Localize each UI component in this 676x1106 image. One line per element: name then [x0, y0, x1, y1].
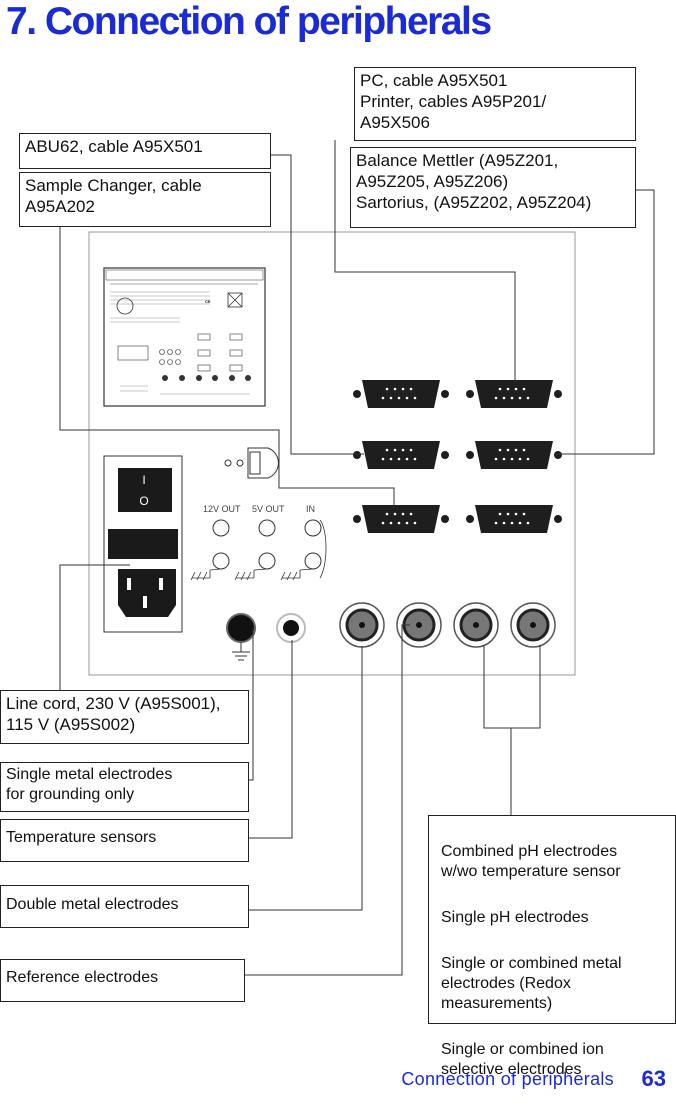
- fuse-drawer: [108, 529, 178, 559]
- callout-double-metal: Double metal electrodes: [0, 885, 249, 928]
- fuse-holder: [224, 447, 279, 479]
- mains-inlet: [118, 569, 176, 617]
- svg-text:CE: CE: [205, 299, 211, 304]
- leader-line-cord: [59, 564, 130, 690]
- callout-balance: Balance Mettler (A95Z201, A95Z205, A95Z2…: [350, 147, 636, 228]
- rating-label-plate: CE: [103, 267, 266, 407]
- combined-item: Single or combined metal electrodes (Red…: [441, 955, 622, 1012]
- jack-5v-a: [258, 519, 276, 537]
- callout-sample-changer: Sample Changer, cable A95A202: [19, 172, 271, 227]
- switch-on-label: I: [142, 473, 145, 487]
- switch-off-label: O: [139, 494, 148, 508]
- callout-single-metal: Single metal electrodes for grounding on…: [0, 762, 249, 812]
- grounding-socket: [226, 613, 256, 643]
- page-title: 7. Connection of peripherals: [6, 0, 492, 43]
- ground-symbol: [232, 642, 250, 661]
- leader-pc: [334, 140, 516, 381]
- bnc-socket-4: [510, 602, 556, 648]
- combined-item: Single pH electrodes: [441, 909, 589, 926]
- db9-port-pc-printer: [466, 380, 562, 408]
- db9-port-balance-top-left: [353, 380, 449, 408]
- label-5v-out: 5V OUT: [252, 504, 285, 514]
- bnc-socket-3: [453, 602, 499, 648]
- callout-abu62: ABU62, cable A95X501: [19, 133, 271, 169]
- label-12v-out: 12V OUT: [203, 504, 241, 514]
- db9-port-abu: [353, 441, 449, 469]
- leader-combined: [483, 645, 512, 815]
- db9-port-sample-changer: [353, 505, 449, 533]
- page-number: 63: [641, 1066, 666, 1091]
- leader-double-metal: [249, 646, 363, 911]
- leader-temperature: [249, 640, 293, 839]
- bnc-socket-2: [396, 602, 442, 648]
- leader-reference: [245, 624, 410, 976]
- footer-section-label: Connection of peripherals: [401, 1069, 614, 1089]
- leader-abu: [271, 154, 364, 455]
- leader-balance: [555, 189, 655, 455]
- combined-item: Combined pH electrodes w/wo temperature …: [441, 843, 621, 880]
- bnc-socket-1: [339, 602, 385, 648]
- combined-item: Single or combined ion selective electro…: [441, 1041, 604, 1078]
- bnc-sockets: [339, 602, 556, 648]
- jack-5v-b: [258, 552, 276, 570]
- callout-pc-printer: PC, cable A95X501 Printer, cables A95P20…: [354, 67, 636, 141]
- label-in: IN: [306, 504, 315, 514]
- jack-12v-b: [212, 552, 230, 570]
- callout-temperature: Temperature sensors: [0, 819, 249, 862]
- power-switch: [118, 468, 172, 512]
- leader-lines: [59, 140, 655, 976]
- leader-single-metal: [249, 628, 254, 781]
- db9-port-bottom-right: [466, 505, 562, 533]
- jack-in-b: [304, 552, 322, 570]
- leader-sample-changer: [59, 225, 395, 508]
- callout-combined-electrodes: Combined pH electrodes w/wo temperature …: [428, 815, 676, 1078]
- db9-port-balance: [466, 441, 562, 469]
- db9-connectors: [353, 380, 562, 533]
- jack-12v-a: [212, 519, 230, 537]
- jack-in-a: [304, 519, 322, 537]
- callout-line-cord: Line cord, 230 V (A95S001), 115 V (A95S0…: [0, 690, 249, 744]
- callout-reference: Reference electrodes: [0, 959, 245, 1002]
